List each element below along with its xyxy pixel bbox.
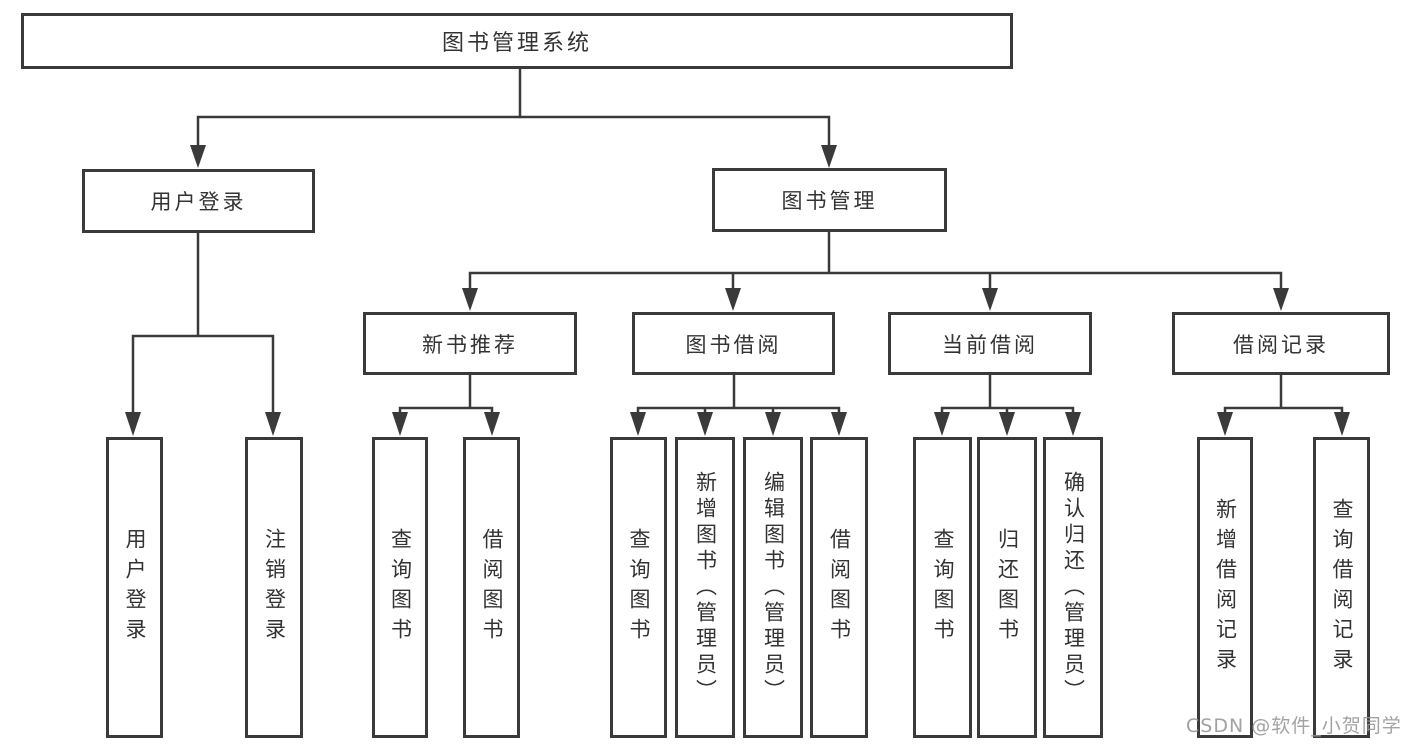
arrowhead-icon (484, 412, 500, 436)
node-label: 图书借阅 (685, 332, 782, 357)
arrowhead-icon (1334, 412, 1350, 436)
leaf-nb-borrow-books: 借阅图书 (463, 437, 520, 738)
arrowhead-icon (1065, 412, 1081, 436)
node-borrow-records: 借阅记录 (1172, 312, 1390, 375)
node-book-management: 图书管理 (712, 168, 947, 232)
connector-book-management-children (462, 232, 1289, 311)
arrowhead-icon (821, 145, 837, 168)
node-label: 用户登录 (123, 527, 147, 648)
leaf-bb-query-books: 查询图书 (610, 437, 667, 738)
node-label: 借阅图书 (827, 527, 852, 648)
arrowhead-icon (1273, 288, 1289, 311)
connector-current-borrow-children (934, 375, 1081, 436)
node-label: 图书管理系统 (441, 31, 592, 56)
arrowhead-icon (190, 145, 206, 168)
node-label: 查询图书 (388, 527, 413, 648)
leaf-bb-edit-books-admin: 编辑图书（管理员） (743, 437, 803, 738)
node-label: 借阅图书 (480, 527, 504, 648)
leaf-logout: 注销登录 (245, 437, 303, 738)
csdn-watermark: CSDN @软件_小贺同学 (1186, 715, 1402, 737)
node-label: 注销登录 (262, 527, 287, 648)
leaf-br-add-record: 新增借阅记录 (1197, 437, 1253, 738)
node-label: 新书推荐 (422, 332, 518, 357)
node-book-borrow: 图书借阅 (632, 312, 835, 375)
leaf-bb-add-books-admin: 新增图书（管理员） (675, 437, 735, 738)
node-label: 确认归还（管理员） (1061, 470, 1086, 705)
node-label: 编辑图书（管理员） (761, 470, 786, 705)
arrowhead-icon (982, 288, 998, 311)
node-label: 查询图书 (627, 527, 651, 648)
connector-new-book-children (392, 375, 500, 436)
node-current-borrow: 当前借阅 (888, 312, 1092, 375)
connector-borrow-record-children (1217, 375, 1350, 436)
arrowhead-icon (392, 412, 408, 436)
leaf-nb-query-books: 查询图书 (372, 437, 428, 738)
arrowhead-icon (934, 412, 950, 436)
arrowhead-icon (630, 412, 646, 436)
node-label: 归还图书 (995, 527, 1020, 648)
connector-root-to-level2 (190, 69, 837, 168)
leaf-cb-confirm-return-admin: 确认归还（管理员） (1043, 437, 1103, 738)
node-label: 借阅记录 (1233, 332, 1329, 357)
arrowhead-icon (697, 412, 713, 436)
node-label: 查询借阅记录 (1330, 497, 1354, 678)
arrowhead-icon (999, 412, 1015, 436)
node-label: 新增图书（管理员） (693, 470, 718, 705)
node-label: 查询图书 (931, 527, 955, 648)
arrowhead-icon (1217, 412, 1233, 436)
connector-book-borrow-children (630, 375, 847, 436)
node-user-login: 用户登录 (82, 169, 315, 233)
node-root-library-system: 图书管理系统 (21, 13, 1013, 69)
node-label: 当前借阅 (942, 332, 1038, 357)
arrowhead-icon (765, 412, 781, 436)
node-label: 用户登录 (150, 190, 247, 214)
leaf-bb-borrow-books: 借阅图书 (810, 437, 868, 738)
leaf-br-query-record: 查询借阅记录 (1313, 437, 1370, 738)
arrowhead-icon (462, 288, 478, 311)
leaf-cb-return-books: 归还图书 (977, 437, 1037, 738)
node-new-book-recommend: 新书推荐 (363, 312, 577, 375)
node-label: 新增借阅记录 (1213, 497, 1238, 678)
leaf-user-login: 用户登录 (106, 437, 163, 738)
leaf-cb-query-books: 查询图书 (913, 437, 972, 738)
arrowhead-icon (831, 412, 847, 436)
arrowhead-icon (265, 412, 281, 436)
arrowhead-icon (125, 412, 141, 436)
node-label: 图书管理 (781, 189, 878, 213)
arrowhead-icon (725, 288, 741, 311)
connector-user-login-children (125, 233, 281, 436)
